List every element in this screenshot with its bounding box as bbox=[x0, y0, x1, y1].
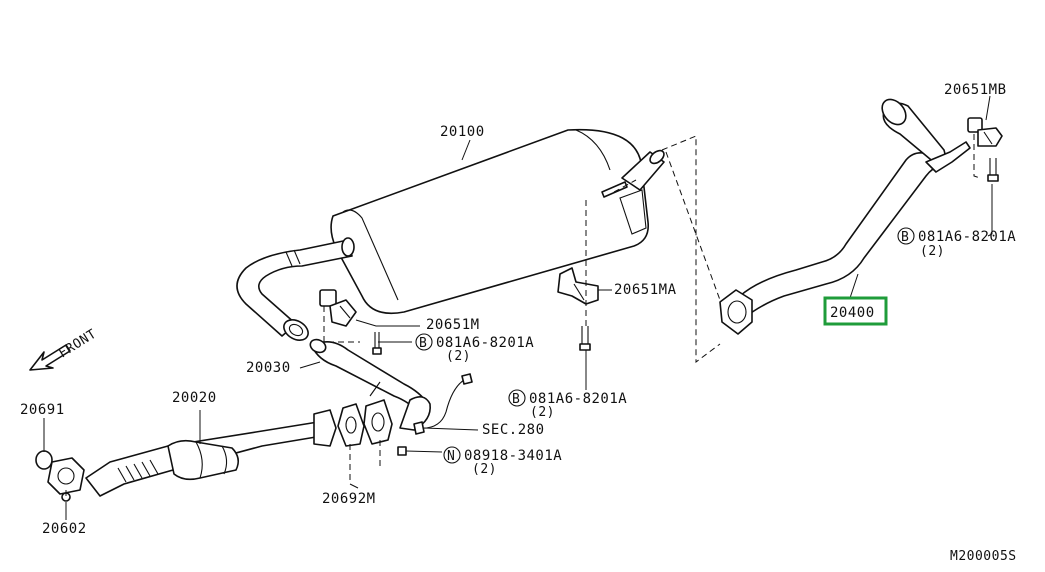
nut-icon bbox=[397, 446, 407, 456]
ref-line bbox=[973, 134, 981, 179]
ref-line bbox=[323, 306, 360, 343]
section-ref-label: SEC.280 bbox=[482, 422, 545, 438]
hanger-bracket-20651m bbox=[319, 289, 357, 327]
svg-text:B: B bbox=[901, 230, 909, 245]
svg-text:B: B bbox=[512, 392, 520, 407]
ref-line bbox=[613, 179, 637, 193]
bolt-icon bbox=[987, 158, 999, 182]
gaskets-20692m bbox=[337, 399, 393, 447]
leader-line bbox=[349, 483, 359, 489]
fastener-callout: B 081A6-8201A (2) bbox=[508, 389, 627, 420]
front-pipe bbox=[47, 409, 337, 497]
svg-text:(2): (2) bbox=[920, 244, 945, 259]
part-label-20602: 20602 bbox=[42, 521, 87, 537]
svg-text:(2): (2) bbox=[472, 462, 497, 477]
part-label-20020: 20020 bbox=[172, 390, 217, 406]
leader-line bbox=[405, 450, 443, 453]
part-highlight-box bbox=[823, 296, 888, 326]
part-label-20692m: 20692M bbox=[322, 491, 376, 507]
part-label-20651mb: 20651MB bbox=[944, 82, 1007, 98]
sensor-cable bbox=[413, 373, 473, 435]
svg-text:081A6-8201A: 081A6-8201A bbox=[529, 391, 627, 407]
leader-line bbox=[299, 361, 321, 369]
leader-line bbox=[849, 273, 859, 299]
leader-line bbox=[423, 427, 479, 431]
svg-text:(2): (2) bbox=[446, 349, 471, 364]
hanger-20651ma bbox=[557, 267, 599, 305]
fastener-callout: N 08918-3401A (2) bbox=[443, 446, 562, 477]
svg-text:08918-3401A: 08918-3401A bbox=[464, 448, 562, 464]
part-label-20030: 20030 bbox=[246, 360, 291, 376]
fastener-callout: B 081A6-8201A (2) bbox=[897, 227, 1016, 259]
svg-text:B: B bbox=[419, 336, 427, 351]
fastener-callout: B 081A6-8201A (2) bbox=[415, 333, 534, 364]
front-arrow-icon bbox=[29, 344, 71, 371]
svg-text:081A6-8201A: 081A6-8201A bbox=[436, 335, 534, 351]
svg-text:(2): (2) bbox=[530, 405, 555, 420]
svg-text:081A6-8201A: 081A6-8201A bbox=[918, 229, 1016, 245]
part-label-20651ma: 20651MA bbox=[614, 282, 677, 298]
bolt-icon bbox=[372, 332, 382, 355]
leader-line bbox=[987, 184, 993, 237]
tail-pipe bbox=[719, 98, 971, 335]
drawing-code: M200005S bbox=[950, 549, 1017, 564]
leader-line bbox=[461, 139, 471, 161]
svg-text:N: N bbox=[447, 449, 455, 464]
part-label-20400[interactable]: 20400 bbox=[830, 305, 875, 321]
part-label-20651m: 20651M bbox=[426, 317, 480, 333]
gasket-20691 bbox=[35, 450, 53, 470]
front-label: FRONT bbox=[56, 327, 99, 362]
ref-line bbox=[661, 135, 721, 363]
leader-line bbox=[355, 319, 420, 327]
hanger-20651mb bbox=[967, 117, 1003, 147]
bolt-icon bbox=[579, 326, 591, 351]
ref-line bbox=[665, 151, 721, 301]
main-muffler bbox=[330, 128, 665, 315]
leader-line bbox=[985, 95, 991, 121]
part-label-20100: 20100 bbox=[440, 124, 485, 140]
part-label-20691: 20691 bbox=[20, 402, 65, 418]
